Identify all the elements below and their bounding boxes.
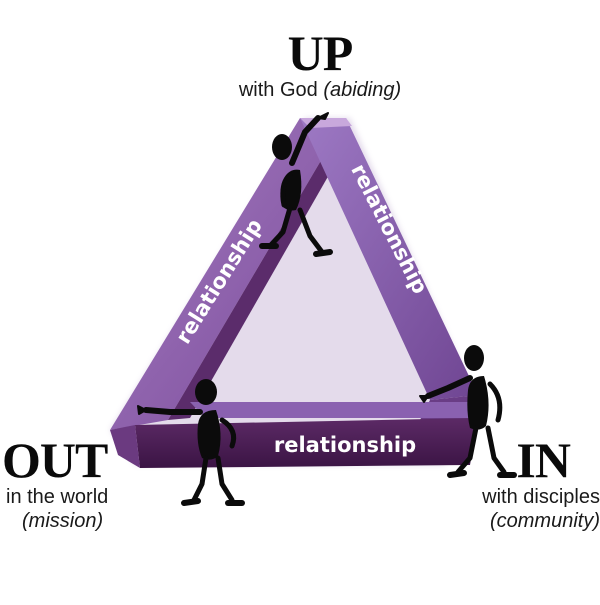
right-bar-face — [300, 118, 478, 400]
out-title: OUT — [2, 432, 108, 488]
stick-figure-pointing-left-icon — [137, 379, 245, 506]
stick-figure-pointing-up-icon — [259, 112, 333, 257]
in-title: IN — [516, 432, 571, 488]
out-subtitle-italic: (mission) — [22, 510, 104, 532]
bottom-side-label: relationship — [274, 433, 416, 457]
up-label-block: UP with God (abiding) — [200, 28, 440, 102]
up-subtitle-italic: (abiding) — [323, 79, 402, 101]
out-subtitle: in the world — [6, 486, 109, 508]
up-title: UP — [287, 25, 354, 81]
bottom-bar-top-face — [190, 402, 478, 418]
in-subtitle-italic: (community) — [489, 510, 600, 532]
stick-figure-pointing-right-icon — [419, 345, 517, 478]
left-bar-inner-shade — [168, 118, 350, 420]
up-subtitle-text: with God — [238, 79, 318, 101]
in-subtitle: with disciples — [482, 486, 600, 508]
out-label-block: OUT in the world (mission) — [0, 435, 160, 533]
up-subtitle: with God (abiding) — [200, 78, 440, 102]
bottom-left-corner — [110, 425, 140, 468]
in-label-block: IN with disciples (community) — [420, 435, 600, 533]
bottom-bar-front-face — [135, 418, 478, 468]
